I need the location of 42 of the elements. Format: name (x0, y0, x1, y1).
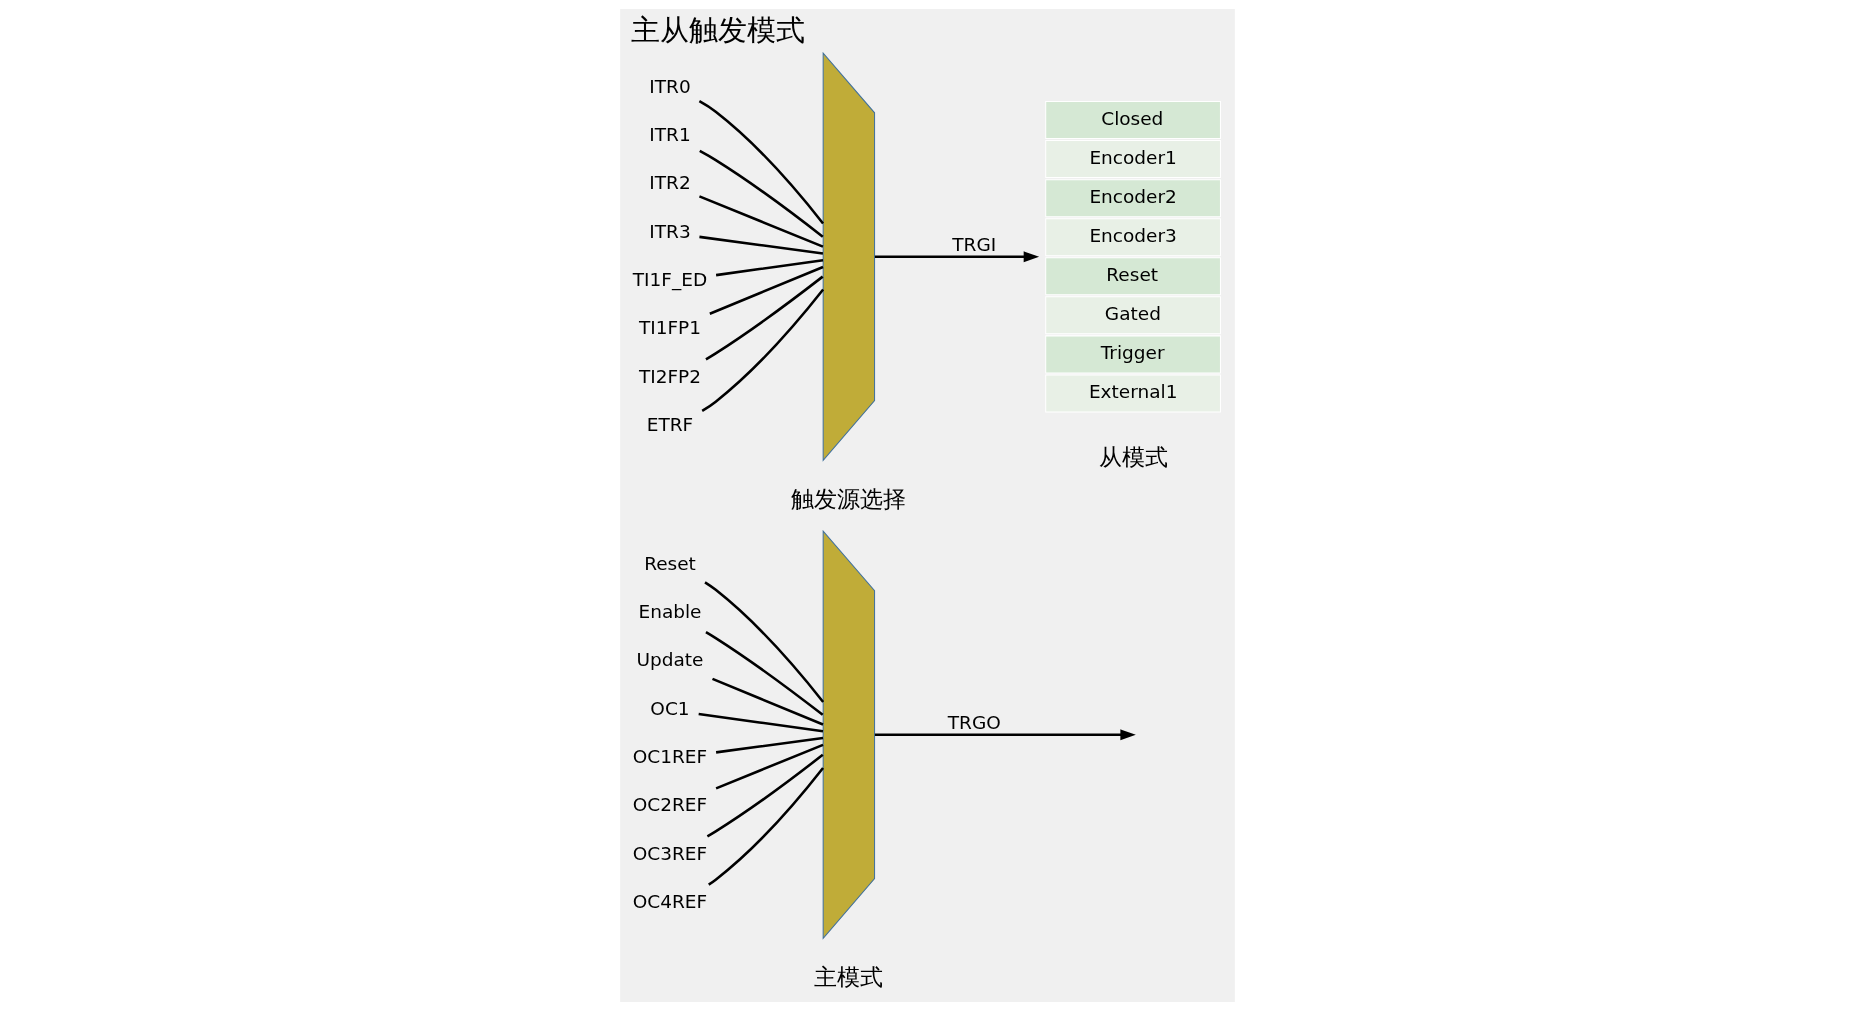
connector (715, 743, 824, 790)
connector (701, 288, 825, 412)
diagram-title: 主从触发模式 (631, 12, 806, 47)
node-text: ITR1 (649, 123, 691, 145)
node-text: OC4REF (632, 890, 708, 912)
connector (699, 149, 824, 238)
node-text: ITR3 (649, 220, 691, 242)
connector (698, 99, 825, 224)
edge-label: TRGI (952, 233, 997, 255)
connector (715, 258, 824, 276)
node-label: 触发源选择 (791, 485, 907, 512)
connector (698, 194, 824, 248)
node-text: ITR2 (649, 171, 691, 193)
arrow (874, 728, 1136, 740)
edge-label: TRGO (947, 711, 1001, 733)
connector (699, 235, 824, 255)
node-text: TI1F_ED (632, 268, 708, 290)
arrow (874, 250, 1040, 262)
node-text: Reset (644, 552, 696, 574)
connector (706, 753, 824, 837)
node-text: TI2FP2 (638, 365, 702, 387)
connector (708, 766, 825, 886)
connector (705, 275, 824, 360)
connector (705, 630, 824, 716)
connector (712, 677, 824, 726)
node-text: OC3REF (632, 842, 708, 864)
connector (698, 712, 824, 733)
connector (704, 580, 825, 703)
node-trapezoid (822, 529, 876, 940)
node-text: Enable (638, 600, 702, 622)
node-text: ETRF (646, 413, 694, 435)
node-trapezoid (822, 51, 876, 462)
node-text: OC1REF (632, 745, 708, 767)
connector (715, 736, 824, 754)
node-text: TI1FP1 (638, 316, 702, 338)
node-text: ITR0 (649, 75, 691, 97)
node-label: 从模式 (1098, 443, 1168, 470)
node-text: OC2REF (632, 793, 708, 815)
node-text: OC1 (650, 697, 690, 719)
connector (709, 265, 824, 315)
node-label: 主模式 (814, 963, 884, 990)
node-text: Update (636, 648, 704, 670)
